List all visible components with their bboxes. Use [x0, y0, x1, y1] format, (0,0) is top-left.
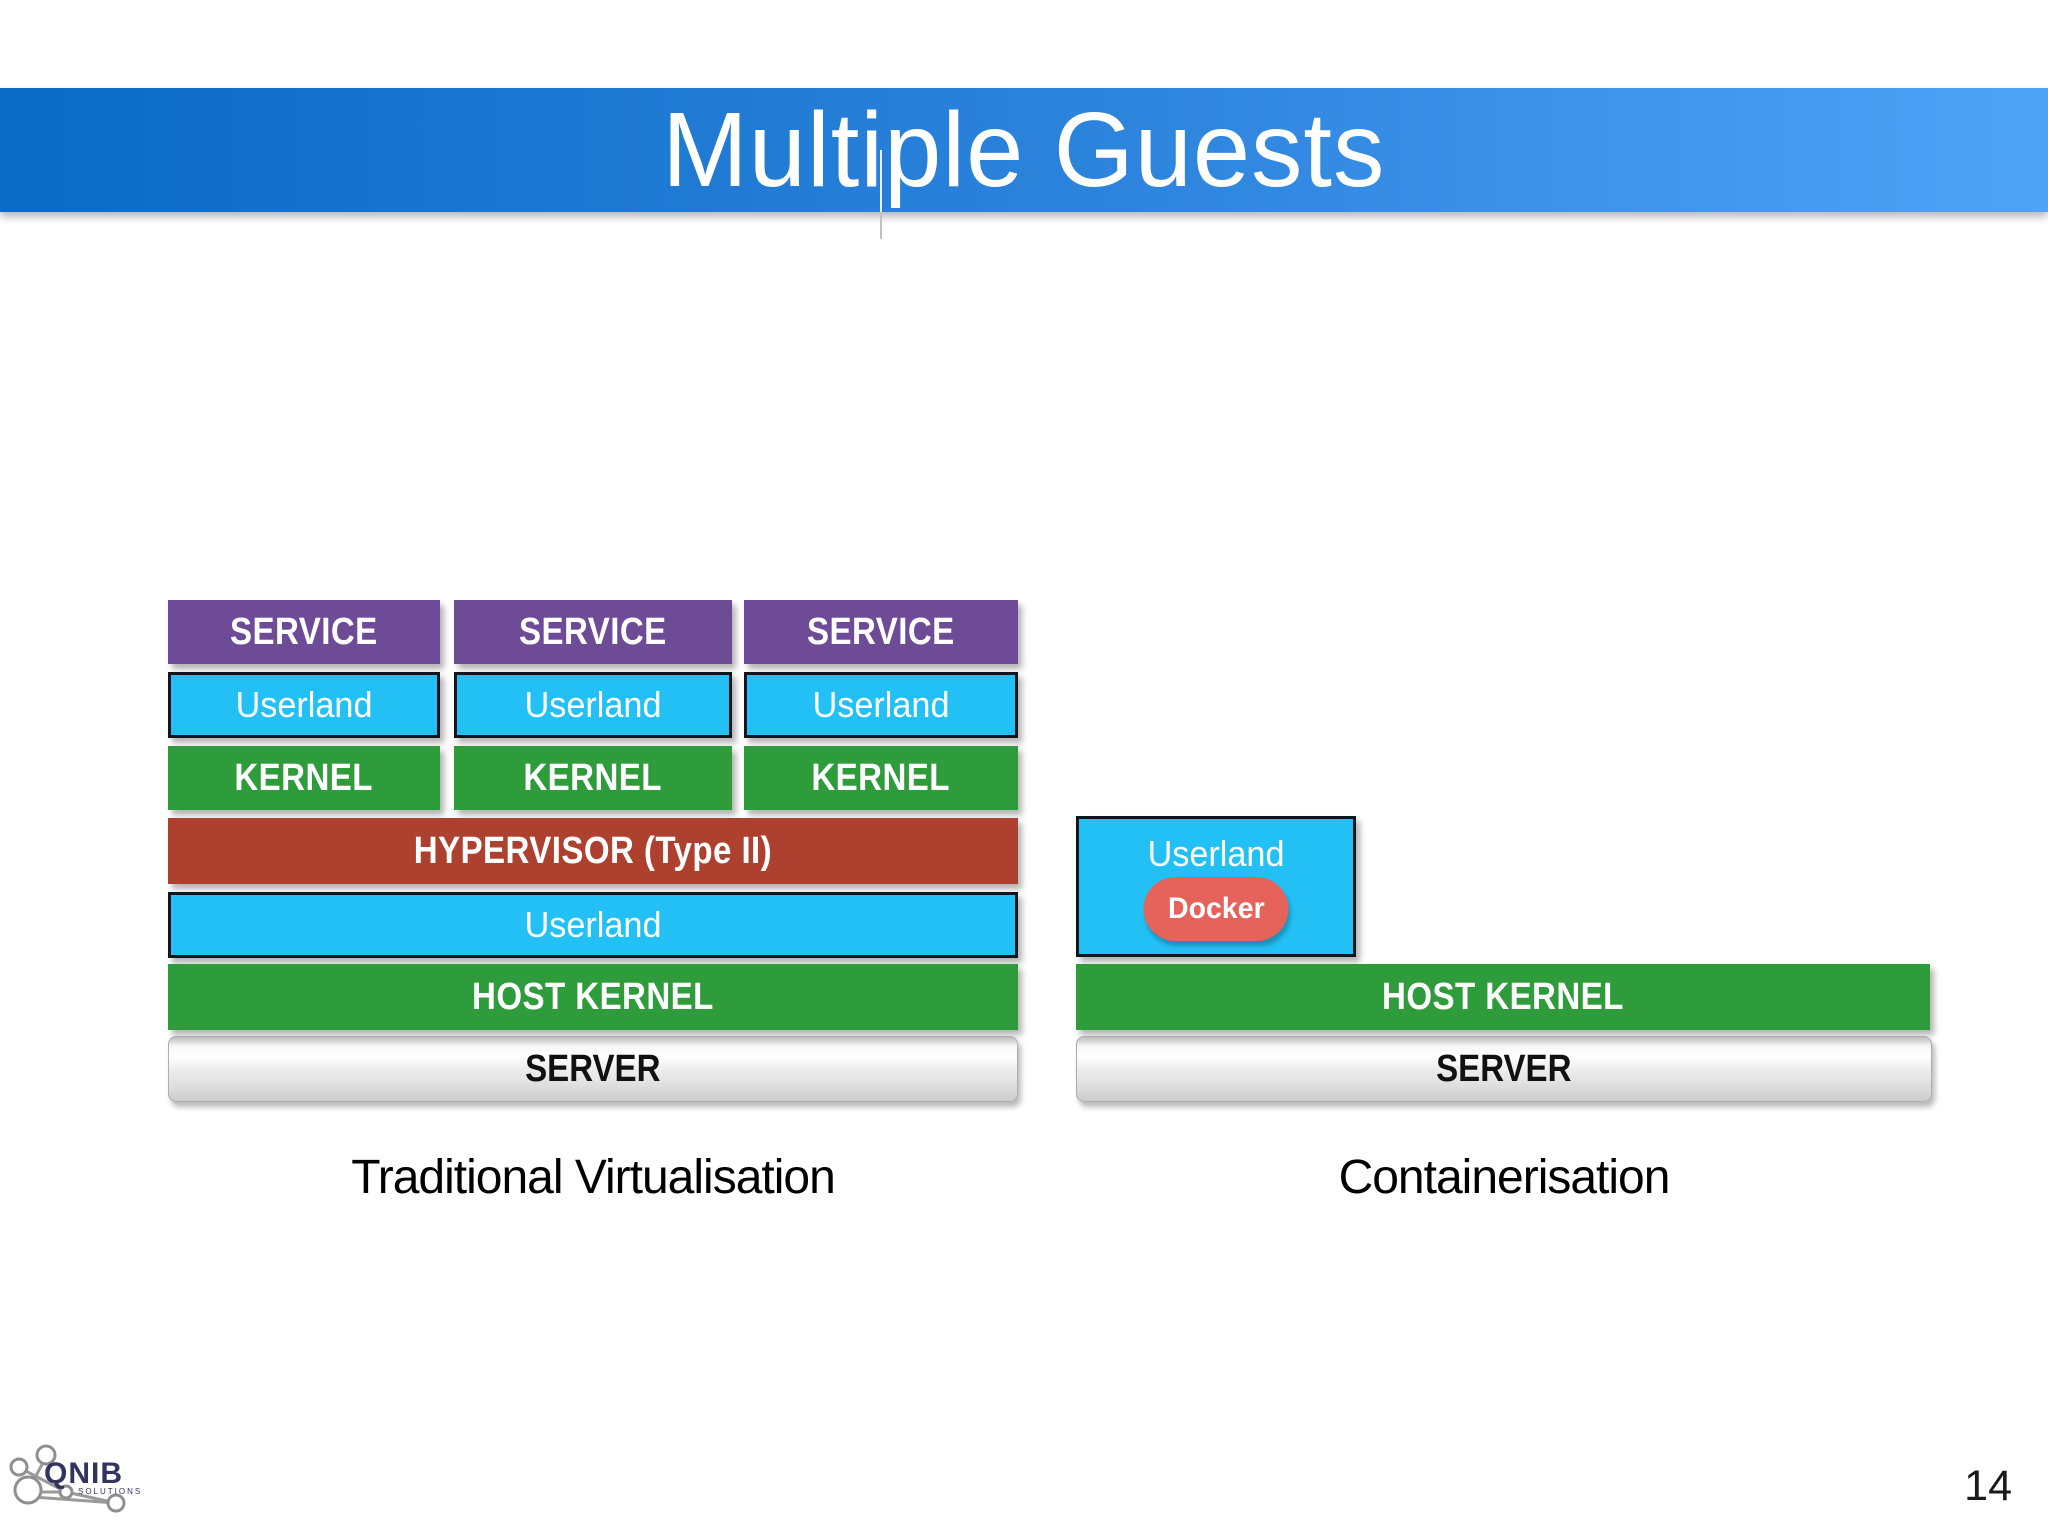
server-label-right: SERVER — [1436, 1047, 1572, 1090]
qnib-logo: QNIB SOLUTIONS — [9, 1444, 142, 1513]
server-block-right: SERVER — [1076, 1036, 1932, 1102]
userland-label-1: Userland — [235, 684, 373, 725]
userland-block-3: Userland — [744, 672, 1018, 738]
userland-block-2: Userland — [454, 672, 732, 738]
server-label-left: SERVER — [525, 1047, 661, 1090]
host-kernel-label-left: HOST KERNEL — [472, 975, 714, 1018]
service-block-1: SERVICE — [168, 600, 440, 664]
host-userland-label: Userland — [524, 904, 662, 945]
logo-text: QNIB — [44, 1457, 123, 1490]
docker-label: Docker — [1167, 892, 1265, 925]
hypervisor-block: HYPERVISOR (Type II) — [168, 818, 1018, 884]
kernel-label-3: KERNEL — [811, 756, 951, 799]
host-kernel-block-left: HOST KERNEL — [168, 964, 1018, 1030]
service-label-3: SERVICE — [807, 610, 955, 653]
service-block-2: SERVICE — [454, 600, 732, 664]
container-userland-block: Userland Docker — [1076, 816, 1356, 957]
kernel-block-2: KERNEL — [454, 746, 732, 810]
kernel-block-1: KERNEL — [168, 746, 440, 810]
logo-node-icon — [35, 1444, 57, 1466]
service-label-1: SERVICE — [230, 610, 378, 653]
userland-label-3: Userland — [812, 684, 950, 725]
service-label-2: SERVICE — [519, 610, 667, 653]
slide-title: Multiple Guests — [662, 90, 1386, 209]
userland-label-2: Userland — [524, 684, 662, 725]
kernel-block-3: KERNEL — [744, 746, 1018, 810]
kernel-label-1: KERNEL — [234, 756, 374, 799]
header-bar: Multiple Guests — [0, 88, 2048, 212]
host-kernel-label-right: HOST KERNEL — [1382, 975, 1624, 1018]
text-cursor-artifact-below — [880, 212, 882, 239]
kernel-label-2: KERNEL — [523, 756, 663, 799]
right-diagram-caption: Containerisation — [1338, 1151, 1671, 1204]
page-number: 14 — [1964, 1462, 2012, 1510]
text-cursor-artifact — [880, 150, 882, 212]
left-diagram-caption: Traditional Virtualisation — [351, 1151, 836, 1204]
container-userland-label: Userland — [1147, 833, 1285, 874]
hypervisor-label: HYPERVISOR (Type II) — [413, 829, 773, 872]
server-block-left: SERVER — [168, 1036, 1018, 1102]
userland-block-1: Userland — [168, 672, 440, 738]
host-userland-block: Userland — [168, 892, 1018, 958]
service-block-3: SERVICE — [744, 600, 1018, 664]
docker-badge: Docker — [1143, 877, 1289, 941]
logo-subtext: SOLUTIONS — [78, 1487, 142, 1496]
host-kernel-block-right: HOST KERNEL — [1076, 964, 1930, 1030]
